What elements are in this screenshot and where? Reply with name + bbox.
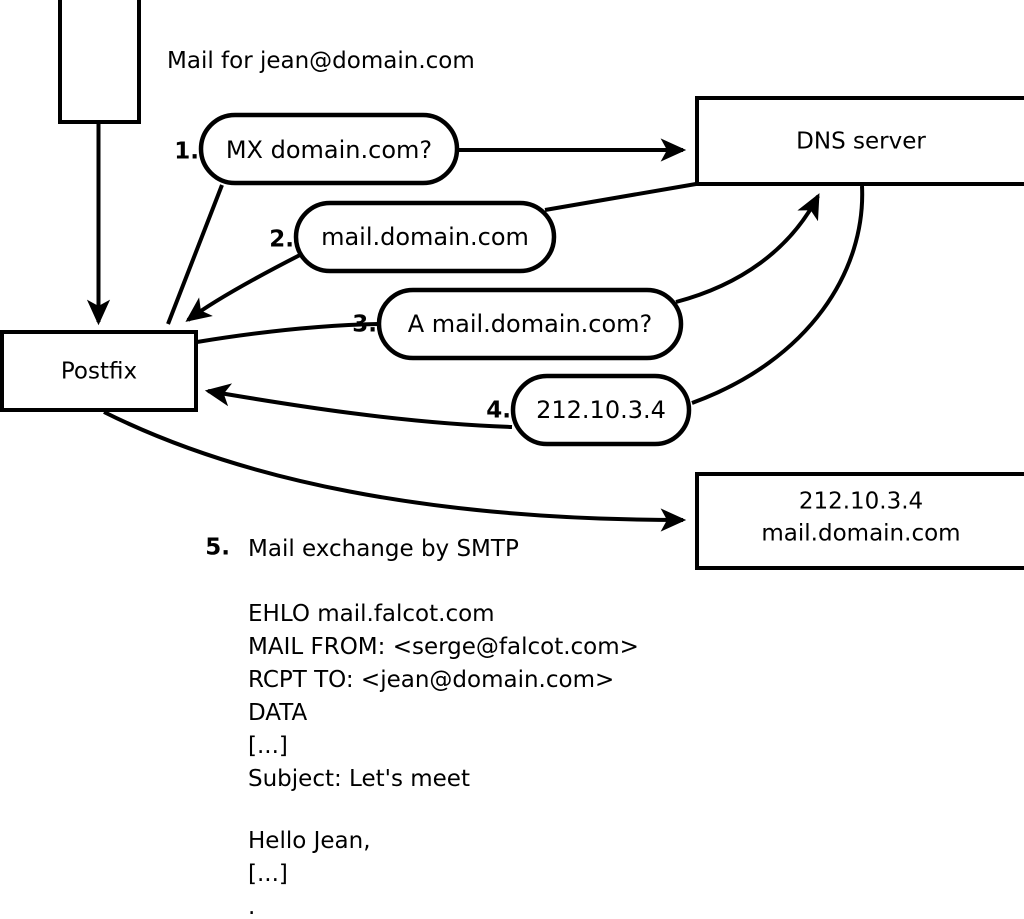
step-4-number: 4. bbox=[486, 398, 511, 424]
step-1-label: MX domain.com? bbox=[226, 136, 432, 164]
edge-step3-to-dns bbox=[675, 193, 820, 304]
edge-dns-to-step4 bbox=[691, 185, 865, 405]
step-3-number: 3. bbox=[352, 312, 377, 338]
edge-dns-to-step2 bbox=[544, 182, 697, 212]
transcript-line: Subject: Let's meet bbox=[248, 766, 470, 792]
step-1-number: 1. bbox=[174, 139, 199, 165]
mail-for-caption: Mail for jean@domain.com bbox=[167, 48, 475, 74]
step-1-pill bbox=[198, 112, 460, 186]
edge-postfix-to-step1 bbox=[166, 184, 224, 325]
step-2-label: mail.domain.com bbox=[321, 223, 529, 251]
dns-server-box bbox=[695, 96, 1024, 186]
transcript-line: EHLO mail.falcot.com bbox=[248, 601, 495, 627]
postfix-label: Postfix bbox=[61, 359, 137, 385]
transcript-line: [...] bbox=[248, 861, 288, 887]
client-box bbox=[58, 0, 141, 124]
step-4-label: 212.10.3.4 bbox=[536, 396, 666, 424]
transcript-line: RCPT TO: <jean@domain.com> bbox=[248, 667, 614, 693]
edge-postfix-to-step3 bbox=[196, 322, 379, 344]
dns-server-label: DNS server bbox=[796, 129, 926, 155]
postfix-box bbox=[0, 330, 198, 412]
transcript-line: [...] bbox=[248, 733, 288, 759]
mail-server-hostname: mail.domain.com bbox=[761, 521, 960, 547]
transcript-line: MAIL FROM: <serge@falcot.com> bbox=[248, 634, 639, 660]
edge-step4-to-postfix bbox=[204, 383, 513, 429]
step-2-number: 2. bbox=[269, 227, 294, 253]
edge-step2-to-postfix bbox=[185, 253, 301, 322]
edge-postfix-to-mailserver bbox=[103, 410, 687, 532]
step-3-label: A mail.domain.com? bbox=[408, 310, 653, 338]
step-2-pill bbox=[293, 200, 557, 274]
step-4-pill bbox=[510, 373, 692, 447]
mail-server-ip: 212.10.3.4 bbox=[799, 489, 923, 515]
mail-server-box bbox=[695, 472, 1024, 570]
step-3-pill bbox=[376, 287, 684, 361]
transcript-line: Hello Jean, bbox=[248, 828, 371, 854]
step-5-number: 5. bbox=[205, 535, 230, 561]
transcript-line: . bbox=[248, 894, 255, 919]
step-5-label: Mail exchange by SMTP bbox=[248, 536, 519, 562]
transcript-line: DATA bbox=[248, 700, 308, 726]
